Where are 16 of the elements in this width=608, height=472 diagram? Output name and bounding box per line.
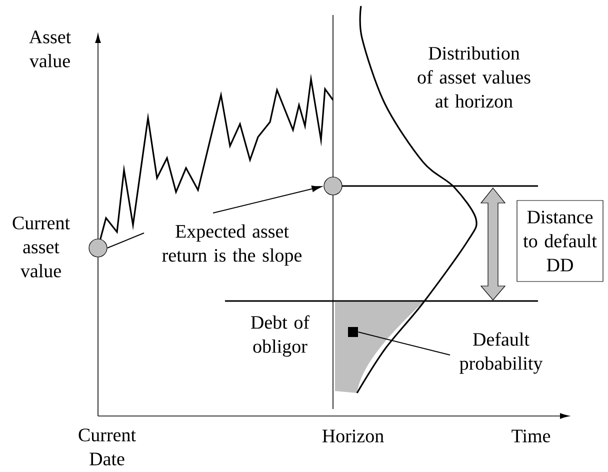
- annotation-text: Expected asset return is the slope: [162, 224, 302, 266]
- square-marker: [348, 327, 358, 337]
- curve-label: Distribution of asset values at horizon: [418, 46, 530, 108]
- distance-box: Distance to default DD: [516, 200, 604, 282]
- leader-line: [106, 232, 144, 248]
- axis-label: Asset value: [29, 30, 71, 68]
- arrow: [212, 186, 322, 214]
- point-marker: [324, 176, 342, 196]
- annotation-text: Default probability: [460, 332, 543, 374]
- axis-label: Current Date: [78, 428, 136, 466]
- value-label: Current asset value: [12, 216, 70, 278]
- point-marker: [88, 238, 108, 258]
- axis-label: Time: [512, 430, 550, 442]
- leader-line: [358, 332, 450, 356]
- axis-label: Horizon: [322, 430, 384, 442]
- line-label: Debt of obligor: [251, 315, 310, 357]
